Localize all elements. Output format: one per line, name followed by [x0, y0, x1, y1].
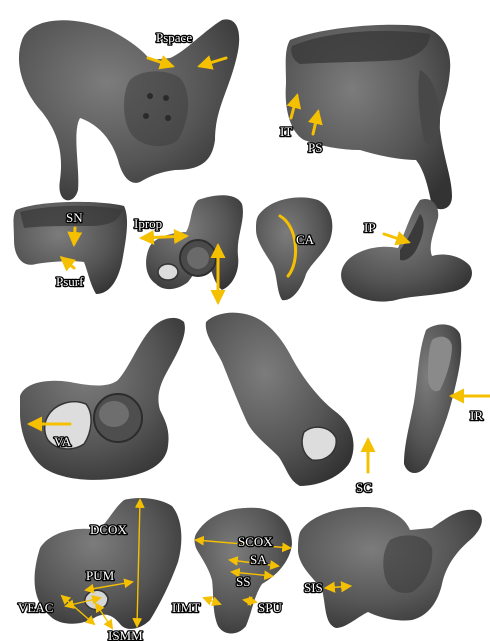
label-sc: SC: [356, 480, 372, 495]
label-veac: VEAC: [18, 600, 53, 615]
label-sa: SA: [250, 552, 267, 567]
label-ss: SS: [236, 574, 250, 589]
bone-pelvis-lateral-view: [286, 25, 452, 209]
label-dcox: DCOX: [90, 522, 127, 537]
label-spu: SPU: [258, 600, 282, 615]
label-sn: SN: [66, 210, 83, 225]
bone-sacrum-sis: [298, 507, 482, 628]
label-pum: PUM: [86, 568, 115, 583]
label-va: VA: [54, 434, 72, 449]
bone-hip-measurement-dcox: [35, 498, 182, 629]
label-ca: CA: [296, 232, 315, 247]
bone-innominate-acetabulum-view: [146, 195, 243, 290]
sn-arrow: [74, 228, 75, 244]
label-iimt: IIMT: [172, 600, 200, 615]
bone-sacrum-anterior-view: [19, 19, 239, 200]
iprop-arrow-horizontal: [142, 236, 186, 238]
bone-hip-right-medial: [206, 313, 354, 486]
label-ip: IP: [364, 220, 376, 235]
label-sis: SIS: [304, 580, 323, 595]
label-iprop: Iprop: [134, 216, 162, 231]
label-ir: IR: [470, 408, 483, 423]
bone-ilium-rod: [404, 324, 461, 473]
bone-hip-left-lateral: [20, 318, 185, 480]
label-ps: PS: [308, 140, 322, 155]
label-ismm: ISMM: [108, 628, 143, 641]
label-it: IT: [280, 124, 292, 139]
bone-twisted-view: [341, 199, 472, 302]
label-pspace: Pspace: [156, 30, 192, 45]
label-psurf: Psurf: [56, 274, 84, 289]
label-scox: SCOX: [238, 534, 273, 549]
